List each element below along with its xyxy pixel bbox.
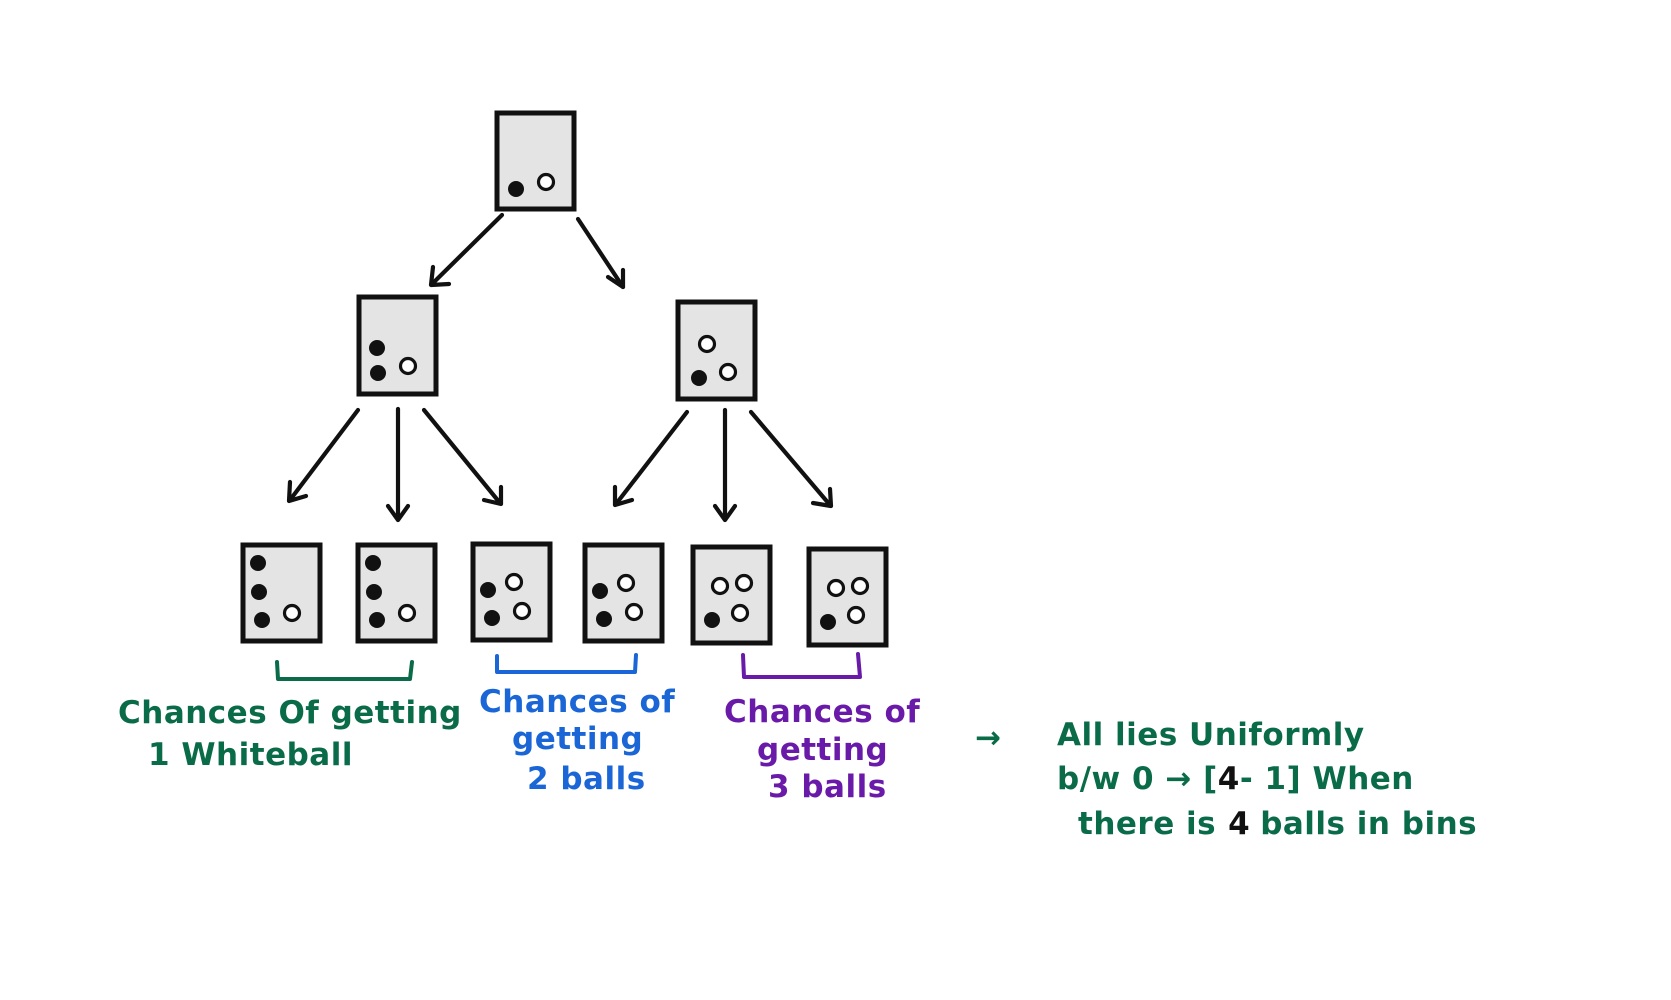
bin-frame: [494, 110, 577, 212]
black-ball: [369, 340, 385, 356]
note-number: 4: [1218, 761, 1240, 797]
label-line: 1 Whiteball: [148, 737, 353, 773]
bracket-three-balls: [741, 652, 862, 679]
note-number: 4: [1228, 806, 1250, 842]
bin-level2-2: [355, 542, 438, 644]
bin-level2-5: [690, 544, 773, 646]
bin-frame: [675, 299, 758, 402]
black-ball: [484, 610, 500, 626]
bin-level1-right: [675, 299, 758, 402]
bin-level2-1: [240, 542, 323, 644]
note-line: there is 4 balls in bins: [1078, 806, 1477, 842]
label-line: Chances of: [724, 694, 920, 730]
white-ball: [710, 576, 730, 596]
label-line: getting: [757, 732, 888, 768]
bin-level2-6: [806, 546, 889, 648]
label-one-white-ball: Chances Of getting 1 Whiteball: [118, 695, 462, 773]
uniform-distribution-note: → All lies Uniformly b/w 0 → [4- 1] When…: [975, 717, 1477, 842]
note-text: b/w 0 → [: [1057, 761, 1218, 797]
black-ball: [250, 555, 266, 571]
white-ball: [512, 601, 532, 621]
black-ball: [251, 584, 267, 600]
white-ball: [282, 603, 302, 623]
label-line: 3 balls: [768, 769, 887, 805]
white-ball: [504, 572, 524, 592]
label-line: getting: [512, 721, 643, 757]
white-ball: [850, 576, 870, 596]
white-ball: [398, 356, 418, 376]
white-ball: [624, 602, 644, 622]
bin-frame: [690, 544, 773, 646]
arrow-left-to-3: [421, 407, 504, 507]
arrow-left-to-2: [385, 406, 411, 523]
arrow-right-to-6: [748, 409, 834, 509]
bracket-two-balls: [495, 653, 638, 674]
black-ball: [820, 614, 836, 630]
note-text: balls in bins: [1260, 806, 1477, 842]
arrow-right-to-5: [712, 407, 738, 523]
bin-frame: [806, 546, 889, 648]
black-ball: [592, 583, 608, 599]
black-ball: [596, 611, 612, 627]
white-ball: [718, 362, 738, 382]
label-two-balls: Chances of getting 2 balls: [479, 684, 675, 797]
bracket-one-white: [275, 660, 414, 681]
black-ball: [370, 365, 386, 381]
black-ball: [480, 582, 496, 598]
note-line: b/w 0 → [4- 1] When: [1057, 761, 1414, 797]
black-ball: [254, 612, 270, 628]
white-ball: [536, 172, 556, 192]
arrow-left-to-1: [286, 407, 361, 504]
bin-level2-4: [582, 542, 665, 644]
white-ball: [826, 578, 846, 598]
white-ball: [616, 573, 636, 593]
black-ball: [369, 612, 385, 628]
arrow-root-to-left: [428, 212, 505, 288]
arrow-root-to-right: [575, 216, 626, 290]
black-ball: [365, 555, 381, 571]
bin-root: [494, 110, 577, 212]
label-line: Chances Of getting: [118, 695, 462, 731]
black-ball: [366, 584, 382, 600]
white-ball: [730, 603, 750, 623]
white-ball: [734, 573, 754, 593]
black-ball: [508, 181, 524, 197]
note-line: All lies Uniformly: [1057, 717, 1365, 753]
note-text: - 1] When: [1240, 761, 1414, 797]
black-ball: [691, 370, 707, 386]
label-three-balls: Chances of getting 3 balls: [724, 694, 920, 805]
bin-level2-3: [470, 541, 553, 643]
white-ball: [397, 603, 417, 623]
note-arrow: →: [975, 720, 1001, 756]
label-line: Chances of: [479, 684, 675, 720]
black-ball: [704, 612, 720, 628]
arrow-right-to-4: [612, 409, 690, 508]
white-ball: [697, 334, 717, 354]
note-text: there is: [1078, 806, 1216, 842]
label-line: 2 balls: [527, 761, 646, 797]
bin-level1-left: [356, 294, 439, 397]
white-ball: [846, 605, 866, 625]
